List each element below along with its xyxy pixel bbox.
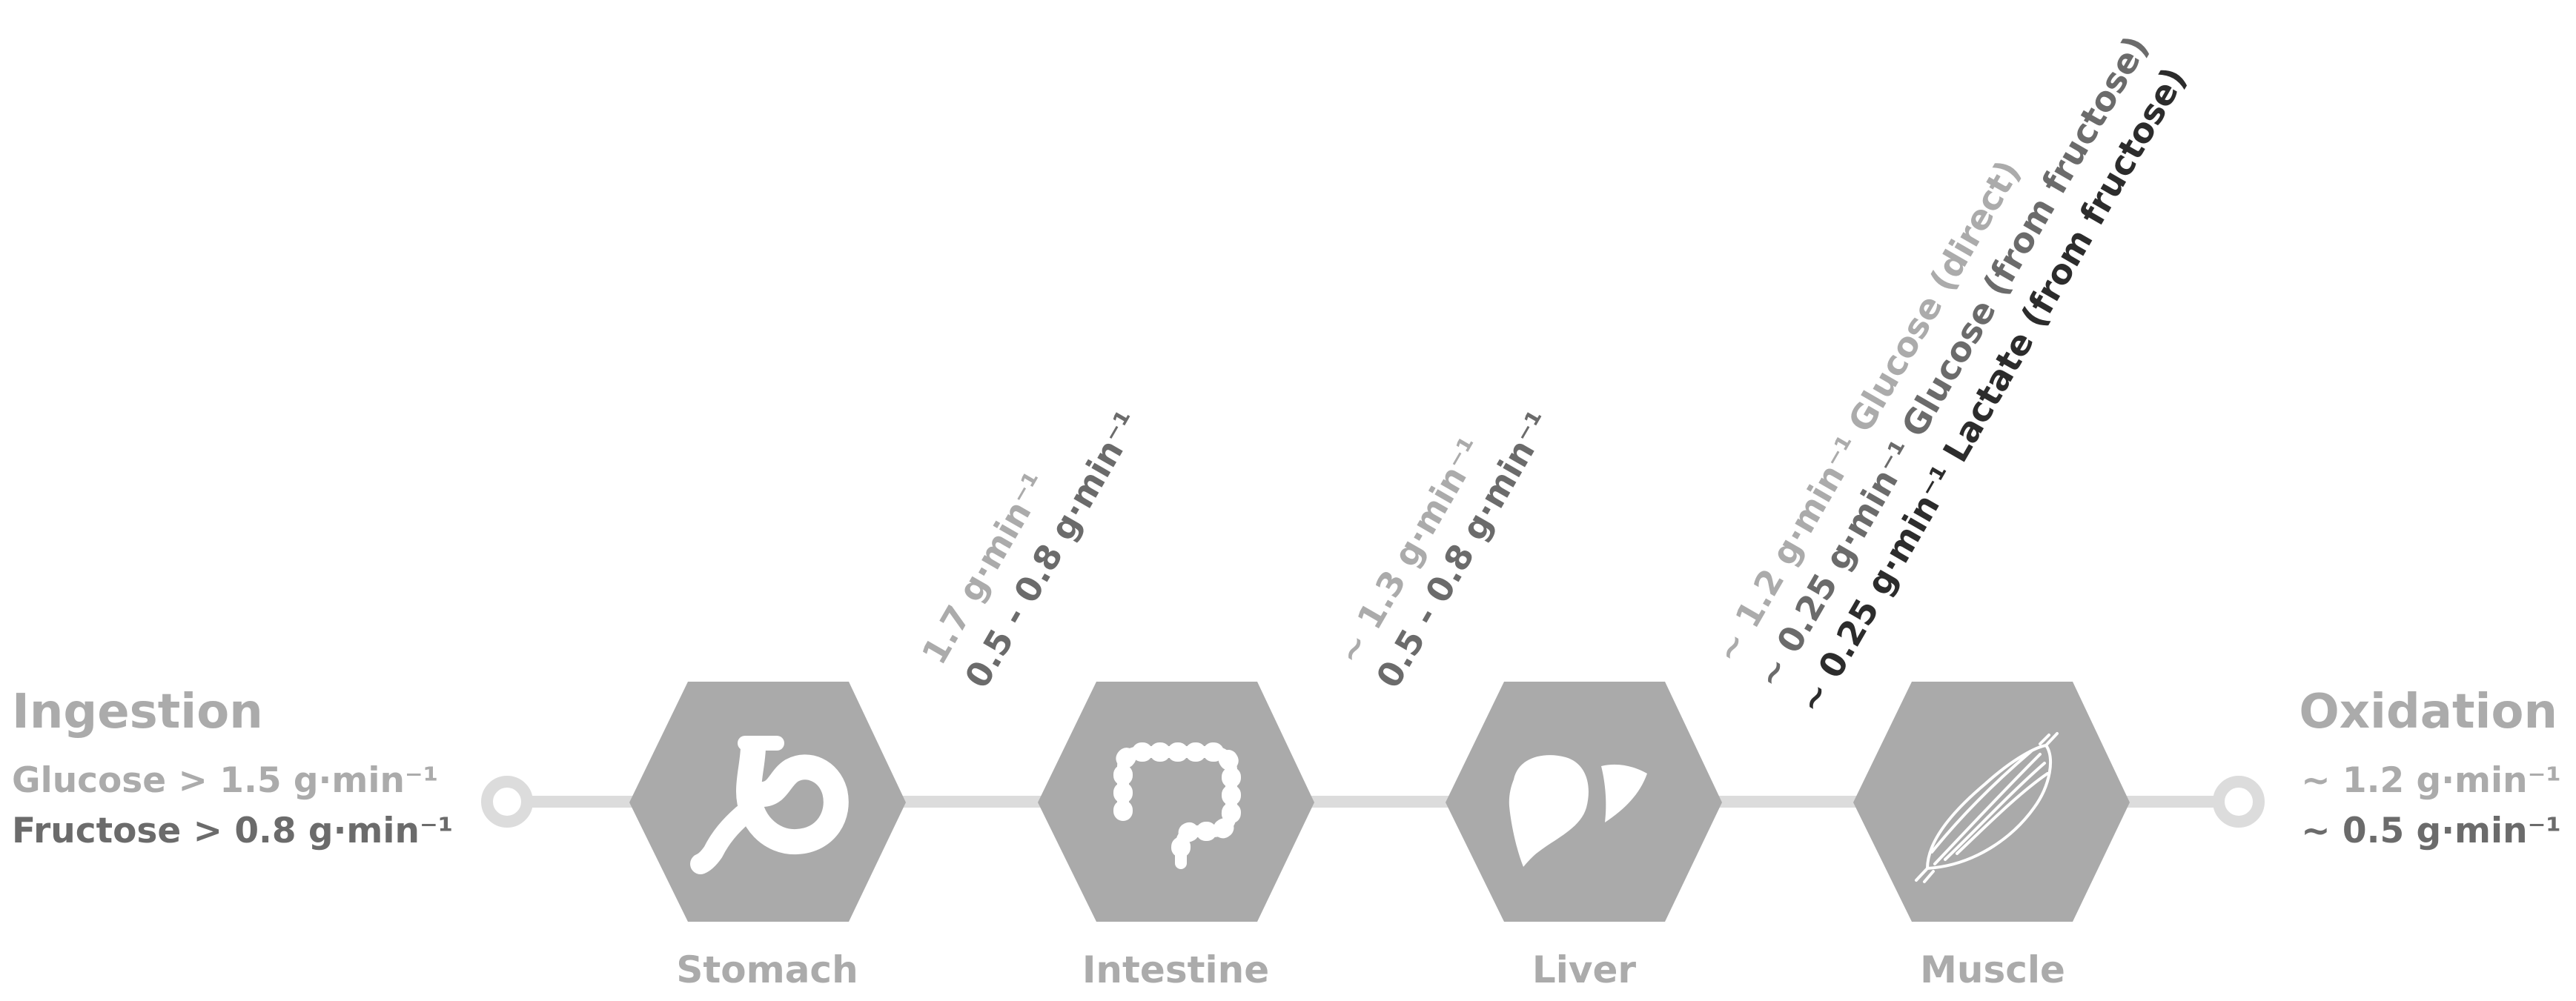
intestine-hexagon xyxy=(1038,682,1314,922)
liver-icon xyxy=(1509,755,1647,867)
ingestion-glucose-rate: Glucose > 1.5 g·min⁻¹ xyxy=(12,760,438,801)
ingestion-title: Ingestion xyxy=(12,685,263,739)
oxidation-glucose-rate: ~ 1.2 g·min⁻¹ xyxy=(2301,760,2561,801)
stomach-intestine-rates: 1.7 g·min⁻¹ 0.5 - 0.8 g·min⁻¹ xyxy=(914,405,1148,695)
oxidation-fructose-rate: ~ 0.5 g·min⁻¹ xyxy=(2301,811,2561,851)
oxidation-block: Oxidation ~ 1.2 g·min⁻¹ ~ 0.5 g·min⁻¹ xyxy=(2299,685,2561,851)
liver-node: Liver xyxy=(1446,682,1722,991)
start-node xyxy=(481,776,533,828)
organ-label-stomach: Stomach xyxy=(676,948,858,991)
oxidation-title: Oxidation xyxy=(2299,685,2557,739)
muscle-hexagon xyxy=(1853,682,2130,922)
stomach-icon xyxy=(690,736,849,874)
end-node xyxy=(2213,776,2265,828)
muscle-node: Muscle xyxy=(1853,682,2130,991)
intestine-icon xyxy=(1113,742,1241,873)
ingestion-fructose-rate: Fructose > 0.8 g·min⁻¹ xyxy=(12,811,453,851)
ingestion-block: Ingestion Glucose > 1.5 g·min⁻¹ Fructose… xyxy=(12,685,453,851)
stomach-node: Stomach xyxy=(629,682,906,991)
intestine-node: Intestine xyxy=(1038,682,1314,991)
organ-label-muscle: Muscle xyxy=(1920,948,2065,991)
intestine-liver-rates: ~ 1.3 g·min⁻¹ 0.5 - 0.8 g·min⁻¹ xyxy=(1329,405,1559,695)
liver-muscle-glucose-from-fructose: ~ 0.25 g·min⁻¹ Glucose (from fructose) xyxy=(1749,29,2156,694)
organ-label-liver: Liver xyxy=(1532,948,1637,991)
muscle-icon xyxy=(1915,732,2059,883)
liver-muscle-rates: ~ 1.2 g·min⁻¹ Glucose (direct) ~ 0.25 g·… xyxy=(1707,29,2194,719)
organ-label-intestine: Intestine xyxy=(1082,948,1269,991)
